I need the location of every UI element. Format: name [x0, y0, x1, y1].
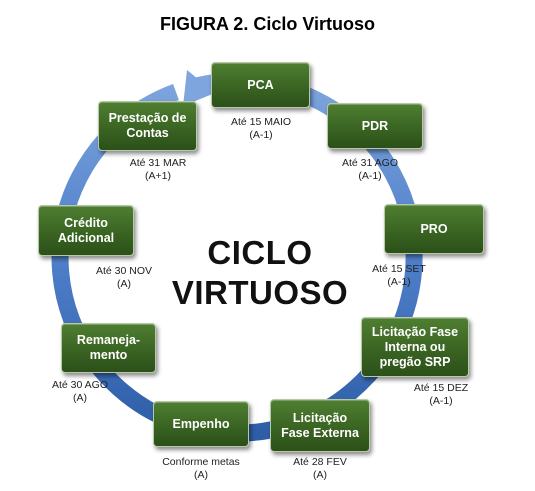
- deadline-ref: (A+1): [145, 170, 171, 182]
- stage-deadline-empenho: Conforme metas (A): [148, 456, 254, 482]
- deadline-text: Até 15 DEZ: [413, 382, 469, 394]
- deadline-text: Até 30 AGO: [51, 379, 109, 391]
- deadline-text: Até 30 NOV: [95, 265, 153, 277]
- center-line-2: VIRTUOSO: [171, 274, 349, 311]
- deadline-text: Até 15 SET: [372, 263, 426, 275]
- deadline-ref: (A): [194, 469, 208, 481]
- stage-box-pdr: PDR: [327, 103, 423, 149]
- deadline-ref: (A): [73, 392, 87, 404]
- deadline-ref: (A-1): [249, 129, 273, 141]
- deadline-ref: (A-1): [387, 276, 411, 288]
- deadline-ref: (A): [117, 278, 131, 290]
- deadline-ref: (A): [313, 469, 327, 481]
- stage-deadline-credito-adicional: Até 30 NOV (A): [76, 265, 172, 291]
- deadline-ref: (A-1): [429, 395, 453, 407]
- stage-deadline-pro: Até 15 SET (A-1): [351, 263, 447, 289]
- stage-box-credito-adicional: Crédito Adicional: [38, 205, 134, 256]
- stage-box-pca: PCA: [211, 62, 310, 108]
- stage-deadline-pdr: Até 31 AGO (A-1): [322, 157, 418, 183]
- stage-box-prestacao-contas: Prestação de Contas: [98, 101, 197, 151]
- stage-deadline-licitacao-interna: Até 15 DEZ (A-1): [393, 382, 489, 408]
- cycle-arrowhead-icon: [183, 70, 215, 106]
- stage-box-pro: PRO: [384, 204, 484, 254]
- deadline-ref: (A-1): [358, 170, 382, 182]
- stage-box-licitacao-externa: Licitação Fase Externa: [270, 399, 370, 452]
- stage-deadline-remanejamento: Até 30 AGO (A): [32, 379, 128, 405]
- figure-title: FIGURA 2. Ciclo Virtuoso: [159, 14, 376, 34]
- cycle-center-label: CICLO VIRTUOSO: [170, 233, 350, 313]
- deadline-text: Até 28 FEV: [293, 456, 347, 468]
- deadline-text: Conforme metas: [162, 456, 240, 468]
- stage-box-remanejamento: Remaneja-mento: [61, 323, 156, 373]
- stage-deadline-pca: Até 15 MAIO (A-1): [213, 116, 309, 142]
- stage-box-licitacao-interna: Licitação Fase Interna ou pregão SRP: [361, 317, 469, 377]
- deadline-text: Até 31 AGO: [341, 157, 399, 169]
- deadline-text: Até 31 MAR: [129, 157, 187, 169]
- center-line-1: CICLO: [207, 234, 313, 271]
- stage-deadline-prestacao-contas: Até 31 MAR (A+1): [110, 157, 206, 183]
- deadline-text: Até 15 MAIO: [230, 116, 292, 128]
- stage-deadline-licitacao-externa: Até 28 FEV (A): [272, 456, 368, 482]
- stage-box-empenho: Empenho: [153, 401, 249, 447]
